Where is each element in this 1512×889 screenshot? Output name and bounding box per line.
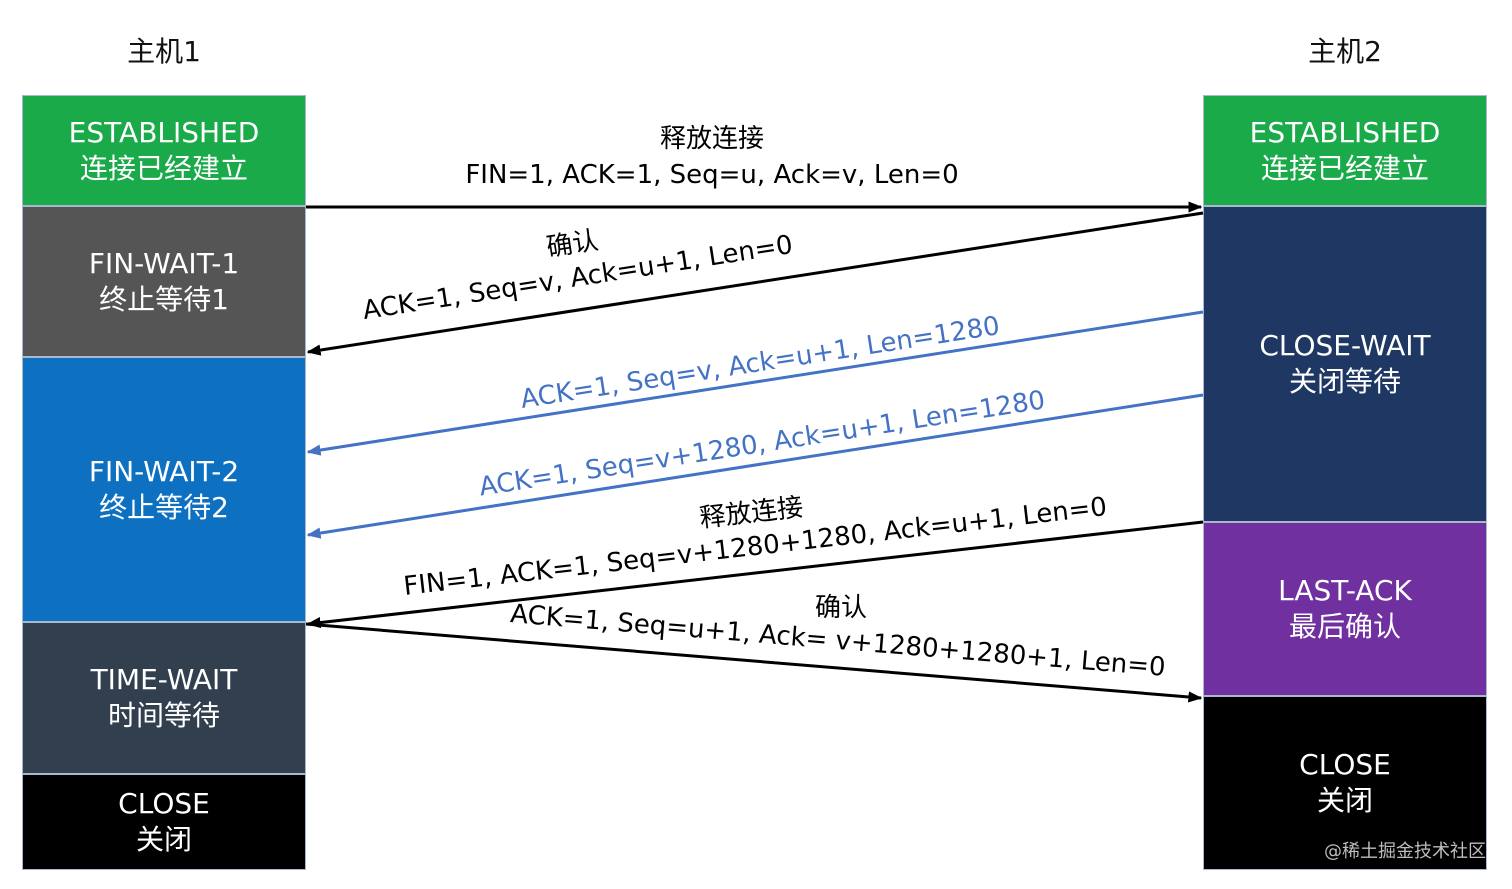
arrow-msg-3 bbox=[306, 393, 1204, 539]
state-label-en: ESTABLISHED bbox=[68, 115, 260, 149]
msg-2-detail: ACK=1, Seq=v, Ack=u+1, Len=1280 bbox=[519, 311, 1002, 415]
state-label-zh: 终止等待1 bbox=[99, 282, 229, 316]
msg-0-title: 释放连接 bbox=[660, 124, 764, 154]
state-label-zh: 连接已经建立 bbox=[79, 151, 248, 185]
state-label-en: FIN-WAIT-1 bbox=[88, 246, 240, 280]
state-label-en: LAST-ACK bbox=[1278, 574, 1412, 607]
host1-state-established: ESTABLISHED 连接已经建立 bbox=[22, 95, 306, 206]
arrow-msg-1 bbox=[306, 211, 1204, 356]
host1-state-time-wait: TIME-WAIT 时间等待 bbox=[22, 622, 306, 774]
state-label-zh: 最后确认 bbox=[1288, 610, 1401, 643]
host1-state-close: CLOSE 关闭 bbox=[22, 774, 306, 870]
state-label-zh: 关闭等待 bbox=[1288, 365, 1401, 398]
host1-title: 主机1 bbox=[127, 35, 201, 68]
arrow-msg-5 bbox=[305, 622, 1203, 703]
state-label-zh: 关闭 bbox=[135, 823, 192, 856]
state-label-zh: 时间等待 bbox=[107, 699, 220, 732]
msg-1-title: 确认 bbox=[544, 226, 600, 264]
host2-state-close-wait: CLOSE-WAIT 关闭等待 bbox=[1203, 206, 1487, 522]
state-label-zh: 连接已经建立 bbox=[1260, 151, 1429, 185]
state-label-zh: 终止等待2 bbox=[99, 490, 229, 524]
host1-state-fin-wait-2: FIN-WAIT-2 终止等待2 bbox=[22, 357, 306, 622]
state-label-zh: 关闭 bbox=[1316, 784, 1373, 817]
msg-5-title: 确认 bbox=[815, 593, 867, 623]
state-label-en: CLOSE-WAIT bbox=[1259, 329, 1431, 362]
host2-state-established: ESTABLISHED 连接已经建立 bbox=[1203, 95, 1487, 206]
state-label-en: ESTABLISHED bbox=[1249, 115, 1441, 149]
host1-state-fin-wait-1: FIN-WAIT-1 终止等待1 bbox=[22, 206, 306, 357]
state-label-en: CLOSE bbox=[118, 787, 210, 820]
host2-title: 主机2 bbox=[1308, 35, 1382, 68]
watermark: @稀土掘金技术社区 bbox=[1324, 841, 1486, 862]
state-label-en: FIN-WAIT-2 bbox=[88, 454, 240, 488]
msg-0-detail: FIN=1, ACK=1, Seq=u, Ack=v, Len=0 bbox=[465, 160, 958, 190]
state-label-en: TIME-WAIT bbox=[90, 663, 238, 696]
arrow-msg-4 bbox=[306, 520, 1204, 629]
arrow-msg-2 bbox=[306, 310, 1204, 456]
host2-state-close: CLOSE 关闭 bbox=[1203, 696, 1487, 870]
host2-state-last-ack: LAST-ACK 最后确认 bbox=[1203, 522, 1487, 696]
state-label-en: CLOSE bbox=[1299, 748, 1391, 781]
